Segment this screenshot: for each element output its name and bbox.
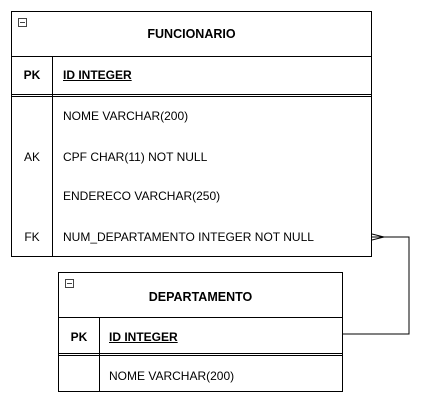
row-field-endereco: ENDERECO VARCHAR(250) — [63, 189, 221, 203]
header-divider — [12, 56, 371, 57]
row-field-cpf: CPF CHAR(11) NOT NULL — [63, 150, 208, 164]
connector-line — [343, 236, 410, 335]
ak-key-label: AK — [23, 150, 40, 164]
row-field-nome: NOME VARCHAR(200) — [109, 369, 235, 383]
pk-divider — [12, 94, 371, 97]
entity-title: FUNCIONARIO — [147, 27, 236, 41]
collapse-toggle-icon[interactable] — [65, 279, 74, 288]
pk-key-label: PK — [70, 330, 88, 344]
fk-key-label: FK — [24, 230, 40, 244]
key-column-divider — [52, 56, 53, 257]
entity-title: DEPARTAMENTO — [148, 290, 253, 304]
pk-key-label: PK — [23, 68, 41, 82]
key-column-divider — [99, 317, 100, 392]
entity-departamento[interactable]: DEPARTAMENTO PK ID INTEGER NOME VARCHAR(… — [58, 272, 343, 392]
pk-divider — [59, 353, 342, 356]
pk-field: ID INTEGER — [109, 330, 178, 344]
collapse-toggle-icon[interactable] — [18, 18, 27, 27]
row-field-nome: NOME VARCHAR(200) — [63, 109, 189, 123]
header-divider — [59, 317, 342, 318]
pk-field: ID INTEGER — [63, 68, 132, 82]
entity-funcionario[interactable]: FUNCIONARIO PK ID INTEGER NOME VARCHAR(2… — [11, 11, 372, 257]
row-field-num-departamento: NUM_DEPARTAMENTO INTEGER NOT NULL — [63, 230, 314, 244]
